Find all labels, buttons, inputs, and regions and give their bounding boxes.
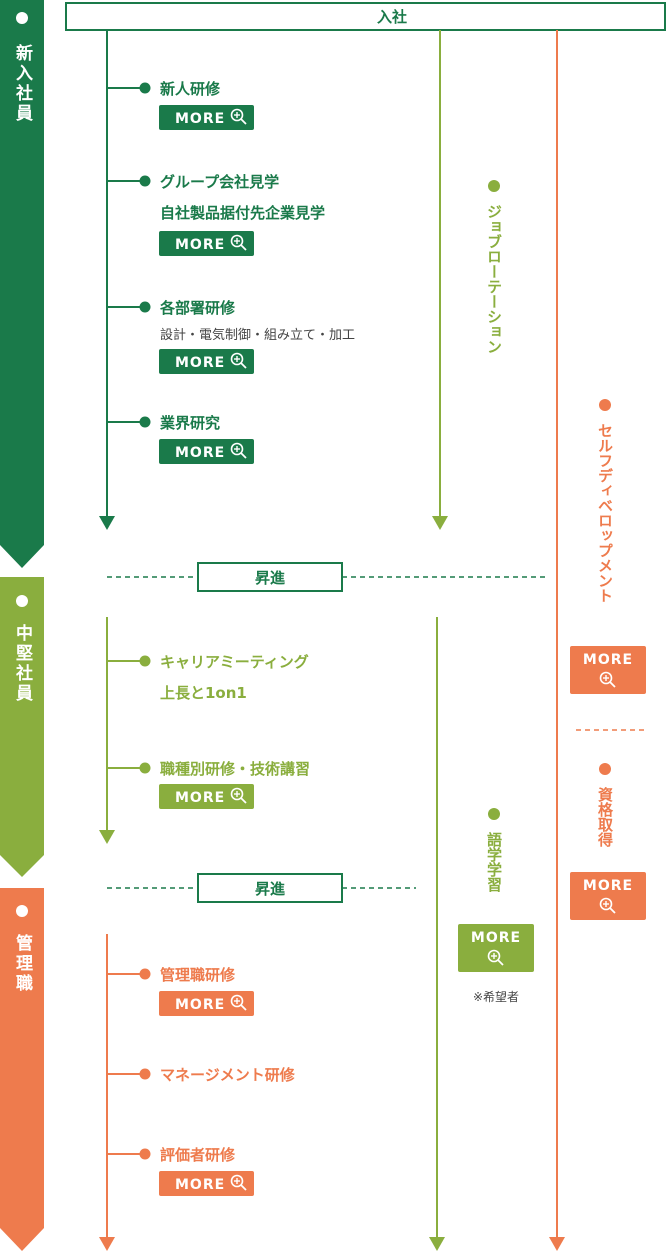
promotion-1-label: 昇進 [255,569,286,587]
item-dot [139,655,151,667]
language-dot [488,808,500,820]
zoom-in-icon [230,442,247,459]
more-button-label: MORE [175,790,225,806]
entry-header-bar [65,2,666,31]
qualification-dot [599,763,611,775]
stage-new-employee [0,0,44,568]
career-meeting-title: キャリアミーティング [160,653,309,671]
item-dot [139,1148,151,1160]
industry-research-title: 業界研究 [159,414,220,432]
language-more-button[interactable]: MORE [458,924,534,972]
stage-mid-career-title: 中堅社員 [12,623,34,704]
item-dot [139,175,151,187]
item-dot [139,762,151,774]
promotion-1-box [197,562,343,592]
more-button-label: MORE [175,111,225,127]
zoom-in-icon [487,949,504,966]
stage-manager-title: 管理職 [12,933,33,994]
self-development-arrow [549,1237,565,1251]
zoom-in-icon [230,234,247,251]
item-dot [139,301,151,313]
language-label: 語学学習 [485,831,503,893]
manager-training-more-button[interactable]: MORE [159,991,254,1016]
job-rotation-label: ジョブローテーション [485,204,503,354]
manager-training-title: 管理職研修 [160,966,236,984]
stage-new-employee-dot [16,12,28,24]
stage-mid-career-dot [16,595,28,607]
more-button-label: MORE [583,652,633,668]
item-dot [139,1068,151,1080]
qualification-label: 資格取得 [596,786,614,848]
item-dot [139,82,151,94]
career-meeting-title-2: 上長と1on1 [160,684,247,702]
zoom-in-icon [230,787,247,804]
department-training-title: 各部署研修 [159,299,236,317]
industry-research-more-button[interactable]: MORE [159,439,254,464]
language-note: ※希望者 [473,989,519,1004]
department-training-more-button[interactable]: MORE [159,349,254,374]
stage-new-employee-title: 新入社員 [12,43,34,124]
zoom-in-icon [230,1174,247,1191]
stage-manager [0,888,44,1251]
language-arrow [429,1237,445,1251]
zoom-in-icon [230,994,247,1011]
zoom-in-icon [599,671,616,688]
self-development-dot [599,399,611,411]
more-button-label: MORE [175,1177,225,1193]
zoom-in-icon [599,897,616,914]
promotion-2-box [197,873,343,903]
more-button-label: MORE [175,355,225,371]
new-training-more-button[interactable]: MORE [159,105,254,130]
job-rotation-arrow [432,516,448,530]
management-training-title: マネージメント研修 [160,1066,296,1084]
item-dot [139,416,151,428]
group-visit-title: グループ会社見学 [160,173,279,191]
item-dot [139,968,151,980]
zoom-in-icon [230,352,247,369]
group-visit-title-2: 自社製品据付先企業見学 [160,204,325,222]
promotion-2-label: 昇進 [255,880,286,898]
group-visit-more-button[interactable]: MORE [159,231,254,256]
job-training-title: 職種別研修・技術講習 [160,760,310,778]
self-development-more-button[interactable]: MORE [570,646,646,694]
more-button-label: MORE [175,997,225,1013]
job-rotation-dot [488,180,500,192]
self-development-label: セルフディベロップメント [596,423,614,603]
evaluator-training-more-button[interactable]: MORE [159,1171,254,1196]
stage-manager-dot [16,905,28,917]
timeline-mid-career-arrow [99,830,115,844]
department-training-subtitle: 設計・電気制御・組み立て・加工 [160,327,355,343]
job-training-more-button[interactable]: MORE [159,784,254,809]
zoom-in-icon [230,108,247,125]
entry-label: 入社 [377,8,407,26]
stage-mid-career [0,577,44,877]
more-button-label: MORE [175,445,225,461]
qualification-more-button[interactable]: MORE [570,872,646,920]
timeline-new-employee-arrow [99,516,115,530]
more-button-label: MORE [471,930,521,946]
new-training-title: 新人研修 [160,80,221,98]
more-button-label: MORE [175,237,225,253]
timeline-manager-arrow [99,1237,115,1251]
more-button-label: MORE [583,878,633,894]
evaluator-training-title: 評価者研修 [160,1146,236,1164]
